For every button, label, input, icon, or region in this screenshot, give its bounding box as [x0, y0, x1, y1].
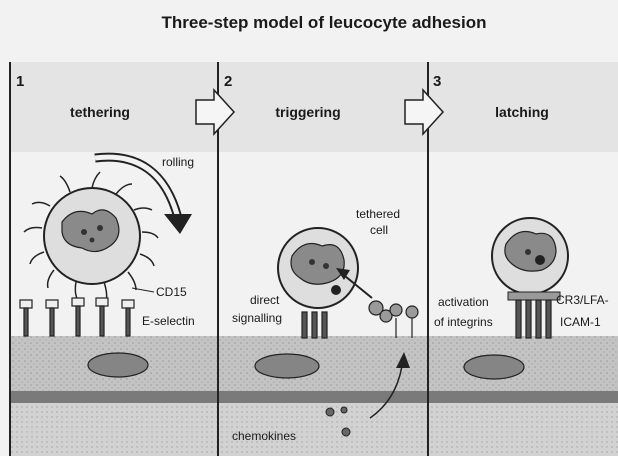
label-icam-1: ICAM-1 [560, 315, 601, 329]
e-selectin-receptors [20, 298, 134, 336]
label-rolling: rolling [162, 155, 194, 169]
label-signalling: signalling [232, 311, 282, 325]
tethered-leucocyte [278, 228, 358, 308]
step-number: 3 [433, 73, 441, 90]
label-cd15: CD15 [156, 285, 187, 299]
step-number: 1 [16, 73, 24, 90]
step-label-latching: latching [495, 104, 549, 120]
label-direct: direct [250, 293, 280, 307]
step-label-tethering: tethering [70, 104, 130, 120]
step-number: 2 [224, 73, 232, 90]
rolling-arrowhead-icon [164, 214, 192, 234]
adherent-leucocyte [492, 218, 568, 300]
label-chemokines: chemokines [232, 429, 296, 443]
label-cr3-lfa: CR3/LFA- [556, 293, 609, 307]
label-cell: cell [370, 223, 388, 237]
endothelial-nucleus [255, 354, 319, 378]
step-label-triggering: triggering [275, 104, 340, 120]
chemokine-particle [326, 408, 334, 416]
tissue-layer [10, 403, 618, 456]
rolling-leucocyte [24, 172, 158, 302]
endothelial-nucleus [88, 353, 148, 377]
label-tethered: tethered [356, 207, 400, 221]
label-activation: activation [438, 295, 489, 309]
endothelial-nucleus [464, 355, 524, 379]
integrin-icam-bonds [516, 300, 551, 338]
chemokine-particle [342, 428, 350, 436]
label-of-integrins: of integrins [434, 315, 493, 329]
chemokine-particle [341, 407, 347, 413]
label-e-selectin: E-selectin [142, 314, 195, 328]
figure-title: Three-step model of leucocyte adhesion [162, 13, 487, 32]
basement-membrane [10, 391, 618, 403]
